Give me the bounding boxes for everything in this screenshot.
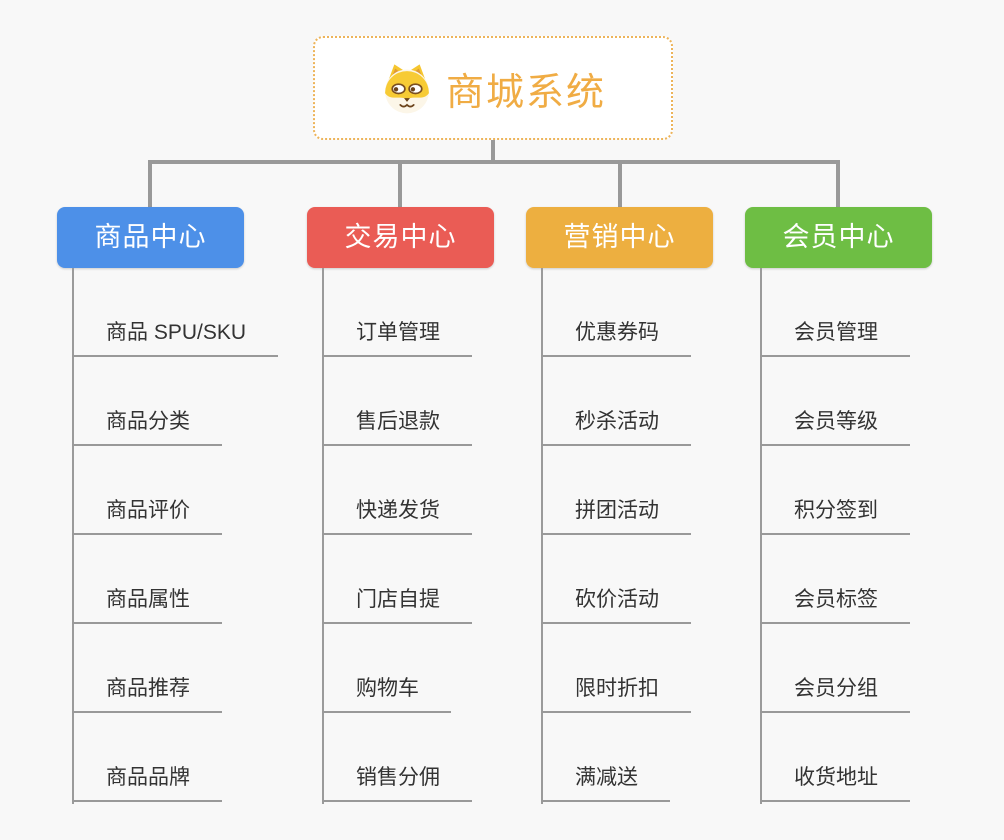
leaf-node[interactable]: 售后退款 [322, 409, 472, 446]
leaf-node[interactable]: 砍价活动 [541, 587, 691, 624]
connector-drop-2 [398, 160, 402, 208]
connector-drop-3 [618, 160, 622, 208]
leaf-node[interactable]: 商品品牌 [72, 765, 222, 802]
connector-spine-1 [72, 268, 74, 804]
branch-items-marketing-center: 优惠券码 秒杀活动 拼团活动 砍价活动 限时折扣 满减送 [541, 268, 691, 802]
leaf-node[interactable]: 商品属性 [72, 587, 222, 624]
connector-drop-4 [836, 160, 840, 208]
leaf-node[interactable]: 销售分佣 [322, 765, 472, 802]
leaf-node[interactable]: 会员等级 [760, 409, 910, 446]
leaf-node[interactable]: 满减送 [541, 765, 670, 802]
dog-face-icon [385, 64, 429, 114]
branch-node-member-center[interactable]: 会员中心 [745, 207, 932, 268]
connector-spine-3 [541, 268, 543, 804]
connector-drop-1 [148, 160, 152, 208]
leaf-node[interactable]: 秒杀活动 [541, 409, 691, 446]
leaf-node[interactable]: 快递发货 [322, 498, 472, 535]
leaf-node[interactable]: 订单管理 [322, 320, 472, 357]
leaf-node[interactable]: 限时折扣 [541, 676, 691, 713]
leaf-node[interactable]: 拼团活动 [541, 498, 691, 535]
leaf-node[interactable]: 会员分组 [760, 676, 910, 713]
branch-node-trade-center[interactable]: 交易中心 [307, 207, 494, 268]
connector-horizontal-bus [148, 160, 840, 164]
root-title: 商城系统 [445, 71, 606, 114]
root-node[interactable]: 商城系统 [313, 36, 673, 140]
connector-spine-4 [760, 268, 762, 804]
leaf-node[interactable]: 购物车 [322, 676, 451, 713]
leaf-node[interactable]: 积分签到 [760, 498, 910, 535]
leaf-node[interactable]: 商品评价 [72, 498, 222, 535]
connector-root-stem [491, 140, 495, 162]
branch-items-trade-center: 订单管理 售后退款 快递发货 门店自提 购物车 销售分佣 [322, 268, 472, 802]
leaf-node[interactable]: 商品推荐 [72, 676, 222, 713]
connector-spine-2 [322, 268, 324, 804]
leaf-node[interactable]: 会员标签 [760, 587, 910, 624]
branch-node-marketing-center[interactable]: 营销中心 [526, 207, 713, 268]
leaf-node[interactable]: 商品 SPU/SKU [72, 320, 279, 357]
branch-node-product-center[interactable]: 商品中心 [57, 207, 244, 268]
branch-items-product-center: 商品 SPU/SKU 商品分类 商品评价 商品属性 商品推荐 商品品牌 [72, 268, 279, 802]
leaf-node[interactable]: 收货地址 [760, 765, 910, 802]
leaf-node[interactable]: 商品分类 [72, 409, 222, 446]
branch-items-member-center: 会员管理 会员等级 积分签到 会员标签 会员分组 收货地址 [760, 268, 910, 802]
leaf-node[interactable]: 会员管理 [760, 320, 910, 357]
leaf-node[interactable]: 门店自提 [322, 587, 472, 624]
leaf-node[interactable]: 优惠券码 [541, 320, 691, 357]
